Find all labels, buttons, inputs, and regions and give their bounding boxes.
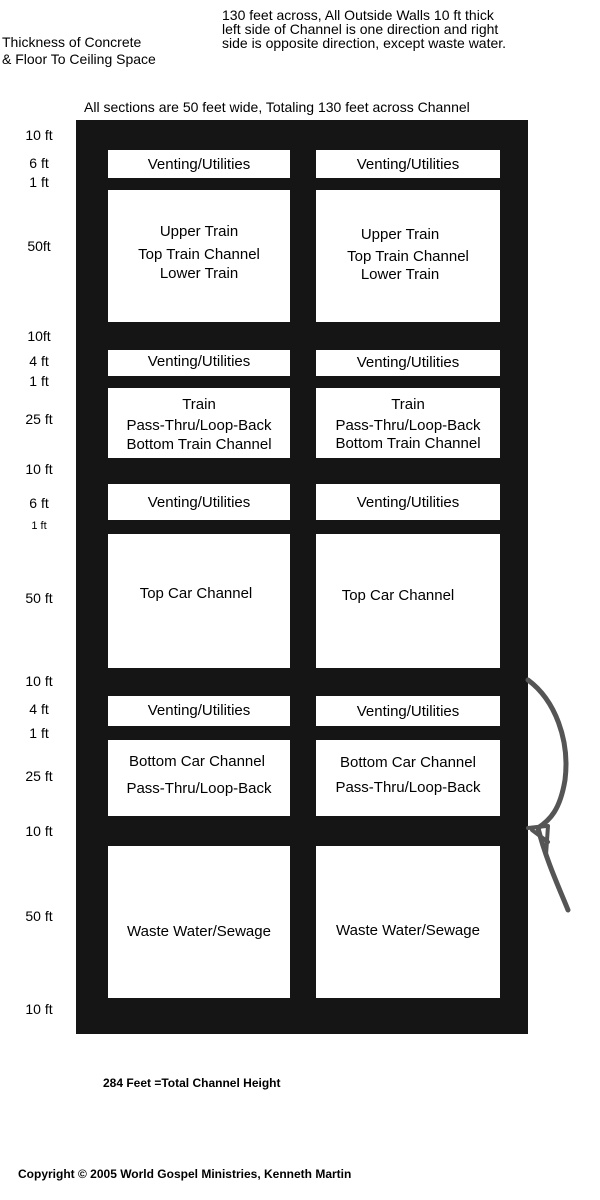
cell-label: Lower Train [159, 265, 239, 282]
cell-bottom-car-right: Bottom Car Channel Pass-Thru/Loop-Back [316, 740, 500, 816]
cell-label: Bottom Car Channel [129, 753, 265, 770]
copyright: Copyright © 2005 World Gospel Ministries… [18, 1167, 352, 1181]
cell-label: Train [182, 396, 216, 413]
cell-label: Venting/Utilities [147, 702, 251, 719]
header-left-note: Thickness of Concrete & Floor To Ceiling… [2, 34, 156, 67]
slab-10ft-d [94, 816, 506, 846]
thickness-label: 1 ft [31, 520, 47, 532]
thickness-label: 25 ft [25, 411, 53, 427]
cell-venting-right-2: Venting/Utilities [316, 350, 500, 376]
cell-top-car-left: Top Car Channel [108, 534, 290, 668]
cell-bottom-train-right: Train Pass-Thru/Loop-Back Bottom Train C… [316, 388, 500, 458]
thickness-label: 50ft [27, 238, 51, 254]
cell-label: Top Train Channel [138, 246, 260, 263]
cell-venting-right-3: Venting/Utilities [316, 484, 500, 520]
cell-label: Bottom Car Channel [340, 754, 476, 771]
cell-label: Pass-Thru/Loop-Back [335, 417, 481, 434]
cell-label: Venting/Utilities [147, 353, 251, 370]
cell-top-train-right: Upper Train Top Train Channel Lower Trai… [316, 190, 500, 322]
thickness-label: 25 ft [25, 768, 53, 784]
cell-label: Waste Water/Sewage [336, 922, 480, 939]
thickness-label: 10ft [27, 328, 51, 344]
thickness-label: 1 ft [29, 373, 49, 389]
slab-10ft-c [88, 668, 512, 696]
header-right-note: 130 feet across, All Outside Walls 10 ft… [222, 7, 507, 51]
total-height-note: 284 Feet =Total Channel Height [103, 1076, 281, 1090]
slab-10ft-a [92, 322, 510, 348]
cell-label: Upper Train [159, 223, 239, 240]
cell-label: Venting/Utilities [147, 156, 251, 173]
sections-width-note: All sections are 50 feet wide, Totaling … [84, 99, 470, 115]
cell-label: Top Train Channel [347, 248, 469, 265]
cell-label: Venting/Utilities [356, 703, 460, 720]
slab-1ft-b [94, 376, 510, 388]
slab-10ft-b [94, 458, 510, 484]
cell-venting-right-4: Venting/Utilities [316, 696, 500, 726]
cell-label: Lower Train [360, 266, 440, 283]
cell-label: Bottom Train Channel [126, 436, 272, 453]
thickness-label: 10 ft [25, 127, 53, 143]
cell-bottom-train-left: Train Pass-Thru/Loop-Back Bottom Train C… [108, 388, 290, 458]
thickness-label: 1 ft [29, 725, 49, 741]
cell-label: Pass-Thru/Loop-Back [335, 779, 481, 796]
slab-1ft-d [96, 726, 508, 740]
cell-venting-right-1: Venting/Utilities [316, 150, 500, 178]
thickness-label: 1 ft [29, 174, 49, 190]
thickness-label: 50 ft [25, 590, 53, 606]
cell-label: Top Car Channel [341, 587, 455, 604]
cell-venting-left-3: Venting/Utilities [108, 484, 290, 520]
thickness-label: 10 ft [25, 1001, 53, 1017]
cell-label: Top Car Channel [139, 585, 253, 602]
thickness-label: 4 ft [29, 701, 49, 717]
cell-label: Pass-Thru/Loop-Back [126, 417, 272, 434]
slab-1ft-c [94, 520, 510, 534]
cell-label: Venting/Utilities [356, 494, 460, 511]
thickness-label: 50 ft [25, 908, 53, 924]
thickness-label: 10 ft [25, 461, 53, 477]
cell-label: Pass-Thru/Loop-Back [126, 780, 272, 797]
cell-label: Venting/Utilities [147, 494, 251, 511]
cell-label: Train [391, 396, 425, 413]
cell-label: Upper Train [360, 226, 440, 243]
cell-label: Waste Water/Sewage [127, 923, 271, 940]
cell-label: Venting/Utilities [356, 354, 460, 371]
slab-1ft-a [94, 178, 506, 190]
thickness-label: 6 ft [29, 155, 49, 171]
slab-10ft-bottom [76, 998, 528, 1034]
thickness-label: 4 ft [29, 353, 49, 369]
cell-top-train-left: Upper Train Top Train Channel Lower Trai… [108, 190, 290, 322]
thickness-label: 10 ft [25, 823, 53, 839]
cell-label: Bottom Train Channel [335, 435, 481, 452]
cell-top-car-right: Top Car Channel [316, 534, 500, 668]
cell-waste-water-left: Waste Water/Sewage [108, 846, 290, 998]
thickness-label: 6 ft [29, 495, 49, 511]
thickness-label: 10 ft [25, 673, 53, 689]
cell-bottom-car-left: Bottom Car Channel Pass-Thru/Loop-Back [108, 740, 290, 816]
cell-waste-water-right: Waste Water/Sewage [316, 846, 500, 998]
cell-venting-left-2: Venting/Utilities [108, 350, 290, 376]
loop-back-arrow-icon [525, 677, 571, 913]
cell-venting-left-4: Venting/Utilities [108, 696, 290, 726]
cell-label: Venting/Utilities [356, 156, 460, 173]
cell-venting-left-1: Venting/Utilities [108, 150, 290, 178]
